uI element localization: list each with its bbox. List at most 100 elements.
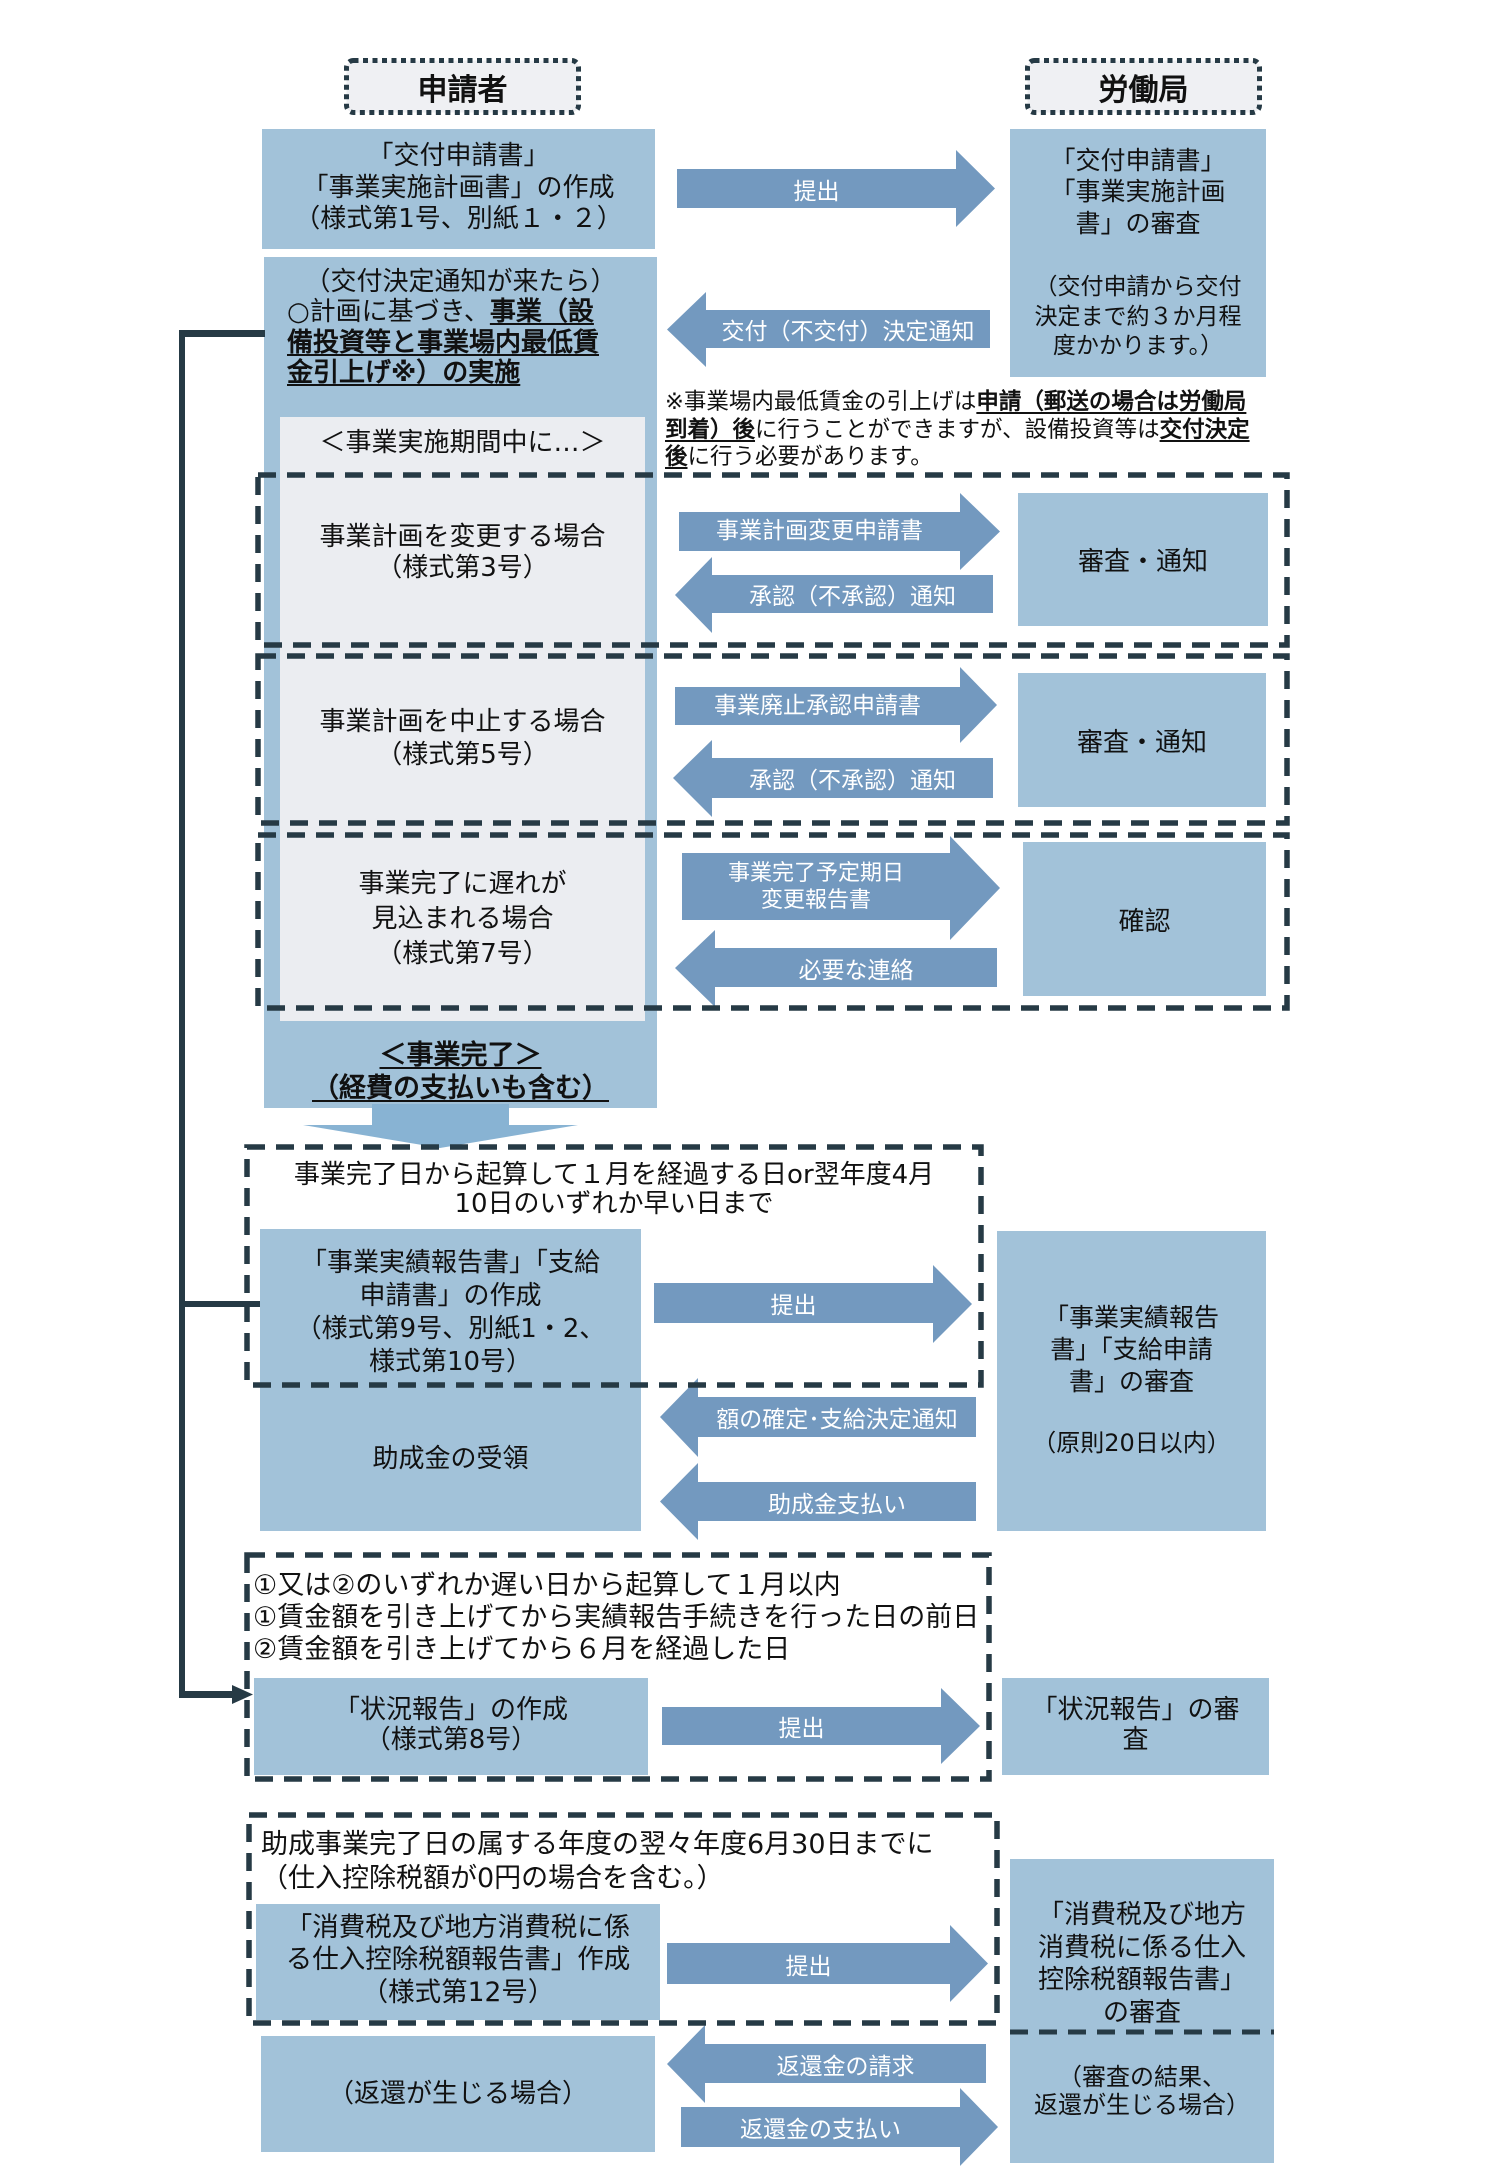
text-line: ①賃金額を引き上げてから実績報告手続きを行った日の前日: [253, 1602, 980, 1633]
decision-notice-label: 交付（不交付）決定通知: [721, 319, 975, 345]
text-line: 「交付申請書」: [1050, 145, 1226, 175]
text-line: 事業計画を中止する場合: [319, 707, 606, 737]
tax-deadline-frame: [246, 1812, 1000, 2026]
connector-arrowhead-icon: [232, 1685, 253, 1704]
change-approval-label: 承認（不承認）通知: [749, 584, 956, 610]
performance-report-box: [260, 1229, 641, 1531]
applicant-header-frame: [344, 58, 581, 115]
text-line: 査: [1122, 1725, 1149, 1755]
submit-tax-arrow: [667, 1925, 988, 2002]
change-case-frame: [255, 472, 1290, 648]
applicant-header: 申請者: [417, 72, 508, 108]
determination-notice-label: 額の確定･支給決定通知: [716, 1407, 958, 1433]
text-line: 決定まで約３か月程: [1034, 303, 1242, 330]
cancel-case-text: 事業計画を中止する場合 （様式第5号）: [280, 706, 645, 772]
tax-deadline-text: 助成事業完了日の属する年度の翌々年度6月30日までに （仕入控除税額が0円の場合…: [261, 1828, 934, 1896]
determination-notice-arrow: [660, 1378, 976, 1457]
cancel-approval-label: 承認（不承認）通知: [749, 768, 956, 794]
text-line: 10日のいずれか早い日まで: [454, 1188, 774, 1219]
text-plain: に行う必要があります。: [687, 444, 933, 470]
completion-text: ＜事業完了＞ （経費の支払いも含む）: [264, 1039, 657, 1105]
cancel-approval-arrow: [673, 740, 993, 817]
refund-request-arrow: [667, 2025, 986, 2103]
text-emphasis: （経費の支払いも含む）: [312, 1072, 609, 1104]
tax-review-text: 「消費税及び地方 消費税に係る仕入 控除税額報告書」 の審査: [1010, 1899, 1274, 2030]
change-review-box: [1018, 493, 1268, 626]
delay-confirm-box: [1023, 842, 1266, 996]
text-line: 書」「支給申請: [1050, 1335, 1213, 1364]
text-emphasis: 金引上げ※）の実施: [287, 357, 521, 388]
text-line: 「消費税及び地方: [1037, 1900, 1246, 1930]
tax-review-box: [1010, 1859, 1274, 2163]
performance-deadline-text: 事業完了日から起算して１月を経過する日or翌年度4月 10日のいずれか早い日まで: [247, 1161, 981, 1218]
refund-case-box: [261, 2036, 655, 2152]
performance-review-note: （原則20日以内）: [1032, 1429, 1231, 1457]
submit-application-label: 提出: [793, 178, 840, 205]
text-emphasis: 到着）後: [665, 416, 756, 443]
text-line: ＜事業完了＞: [264, 1039, 657, 1072]
text-line: 様式第10号）: [368, 1346, 533, 1377]
text-line: る仕入控除税額報告書」作成: [285, 1944, 631, 1976]
text-line: （様式第1号、別紙１・２）: [294, 204, 623, 234]
submit-tax-label: 提出: [785, 1953, 832, 1980]
submit-status-label: 提出: [778, 1716, 825, 1742]
text-line: （様式第5号）: [376, 740, 549, 770]
text-line: 変更報告書: [760, 887, 871, 913]
text-line: （仕入控除税額が0円の場合を含む。）: [261, 1863, 724, 1894]
text-line: （様式第3号）: [376, 552, 549, 583]
text-line: 助成事業完了日の属する年度の翌々年度6月30日までに: [261, 1829, 934, 1860]
subsidy-receipt-label: 助成金の受領: [372, 1444, 529, 1474]
text-line: 「交付申請書」: [367, 141, 550, 171]
text-emphasis: 事業（設: [489, 297, 594, 328]
refund-payment-label: 返還金の支払い: [740, 2117, 901, 2143]
text-line: ○計画に基づき、事業（設: [264, 297, 657, 327]
text-line: の審査: [1102, 1998, 1181, 2029]
tax-report-box: [256, 1904, 660, 2020]
implementation-period-label: ＜事業実施期間中に…＞: [319, 428, 606, 458]
text-line: 「事業実績報告書」「支給: [300, 1247, 600, 1278]
text-line: 返還が生じる場合）: [1034, 2091, 1250, 2119]
text-line: （様式第7号）: [376, 939, 549, 969]
text-line: 「状況報告」の作成: [333, 1695, 568, 1725]
text-line: 事業計画を変更する場合: [319, 521, 606, 552]
application-review-box: [1010, 129, 1266, 377]
text-line: ①又は②のいずれか遅い日から起算して１月以内: [253, 1570, 841, 1601]
text-line: 「状況報告」の審: [1031, 1695, 1240, 1725]
text-line: ※事業場内最低賃金の引上げは申請（郵送の場合は労働局: [665, 389, 1250, 417]
text-line: 度かかります。）: [1052, 333, 1224, 359]
status-review-box: [1002, 1678, 1269, 1775]
text-line: 「事業実施計画: [1050, 177, 1226, 206]
submit-performance-arrow: [654, 1265, 972, 1343]
text-line: （様式第12号）: [361, 1976, 555, 2008]
text-plain: ○計画に基づき、: [287, 297, 490, 328]
cancel-request-label: 事業廃止承認申請書: [675, 687, 960, 725]
connector-to-performance-report: [179, 1301, 260, 1307]
text-line: 事業完了予定期日: [727, 860, 904, 886]
bureau-header-frame: [1025, 58, 1262, 115]
text-line: （経費の支払いも含む）: [264, 1072, 657, 1105]
text-line: 書」の審査: [1075, 208, 1201, 238]
text-line: （様式第9号、別紙1・2、: [295, 1313, 606, 1344]
change-approval-arrow: [675, 557, 993, 633]
wage-raise-footnote: ※事業場内最低賃金の引上げは申請（郵送の場合は労働局 到着）後に行うことができま…: [665, 389, 1250, 472]
refund-case-label: （返還が生じる場合）: [327, 2079, 588, 2109]
application-review-note: （交付申請から交付 決定まで約３か月程 度かかります。）: [1010, 273, 1266, 362]
bureau-header: 労働局: [1098, 72, 1189, 108]
connector-to-implementation: [179, 330, 265, 337]
text-line: 備投資等と事業場内最低賃: [264, 328, 657, 358]
completion-down-arrow: [303, 1104, 578, 1148]
status-deadline-text: ①又は②のいずれか遅い日から起算して１月以内 ①賃金額を引き上げてから実績報告手…: [253, 1570, 979, 1666]
cancel-review-box: [1018, 673, 1266, 807]
cancel-review-label: 審査・通知: [1076, 727, 1207, 758]
tax-report-text: 「消費税及び地方消費税に係 る仕入控除税額報告書」作成 （様式第12号）: [256, 1912, 660, 2010]
change-request-label: 事業計画変更申請書: [679, 512, 960, 551]
delay-report-arrow: [682, 836, 1000, 940]
text-line: （交付申請から交付: [1034, 274, 1242, 300]
subsidy-payment-arrow: [660, 1463, 976, 1540]
performance-review-text: 「事業実績報告 書」「支給申請 書」の審査: [997, 1302, 1266, 1398]
performance-report-text: 「事業実績報告書」「支給 申請書」の作成 （様式第9号、別紙1・2、 様式第10…: [260, 1247, 641, 1379]
text-line: 申請書」の作成: [359, 1280, 542, 1311]
text-emphasis: 申請（郵送の場合は労働局: [976, 389, 1247, 415]
